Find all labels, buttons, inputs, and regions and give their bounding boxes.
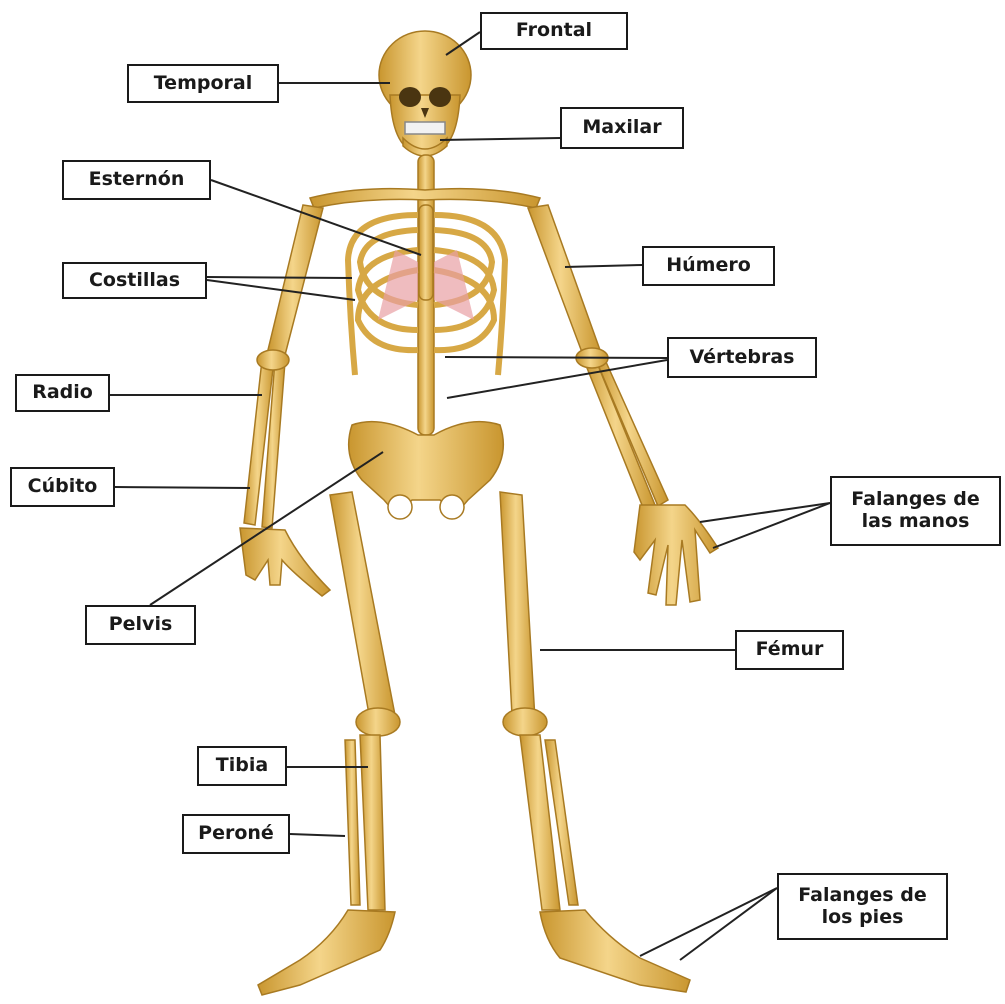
label-maxilar: Maxilar	[560, 107, 684, 149]
pelvis	[349, 422, 504, 515]
humerus-left	[268, 205, 323, 355]
label-esternon-text: Esternón	[89, 169, 185, 191]
skeleton	[240, 31, 718, 995]
label-humero-text: Húmero	[666, 255, 751, 277]
foot-left	[258, 910, 395, 995]
label-costillas: Costillas	[62, 262, 207, 299]
humerus-right	[528, 205, 600, 355]
label-tibia-text: Tibia	[216, 755, 268, 777]
label-falanges-manos-line2: las manos	[862, 511, 970, 533]
label-radio-text: Radio	[32, 382, 93, 404]
label-vertebras-text: Vértebras	[690, 347, 795, 369]
label-femur: Fémur	[735, 630, 844, 670]
label-tibia: Tibia	[197, 746, 287, 786]
label-temporal: Temporal	[127, 64, 279, 103]
label-falanges-pies-line2: los pies	[822, 907, 904, 929]
hand-right	[634, 505, 718, 605]
label-humero: Húmero	[642, 246, 775, 286]
sternum	[419, 205, 433, 300]
label-cubito-text: Cúbito	[28, 476, 98, 498]
label-femur-text: Fémur	[756, 639, 824, 661]
label-pelvis: Pelvis	[85, 605, 196, 645]
skull	[379, 31, 471, 156]
label-costillas-text: Costillas	[89, 270, 180, 292]
femur-right	[500, 492, 535, 720]
label-pelvis-text: Pelvis	[109, 614, 173, 636]
label-frontal-text: Frontal	[516, 20, 592, 42]
label-esternon: Esternón	[62, 160, 211, 200]
label-vertebras: Vértebras	[667, 337, 817, 378]
femur-left	[330, 492, 395, 720]
label-temporal-text: Temporal	[154, 73, 252, 95]
label-maxilar-text: Maxilar	[582, 117, 661, 139]
fibula-left	[345, 740, 360, 905]
label-falanges-manos-line1: Falanges de	[851, 489, 979, 511]
radius-right	[583, 358, 655, 510]
foot-right	[540, 910, 690, 992]
label-cubito: Cúbito	[10, 467, 115, 507]
tibia-left	[360, 735, 385, 910]
ulna-right	[596, 360, 668, 506]
label-perone-text: Peroné	[198, 823, 274, 845]
label-frontal: Frontal	[480, 12, 628, 50]
label-perone: Peroné	[182, 814, 290, 854]
label-radio: Radio	[15, 374, 110, 412]
label-falanges-pies-line1: Falanges de	[798, 885, 926, 907]
